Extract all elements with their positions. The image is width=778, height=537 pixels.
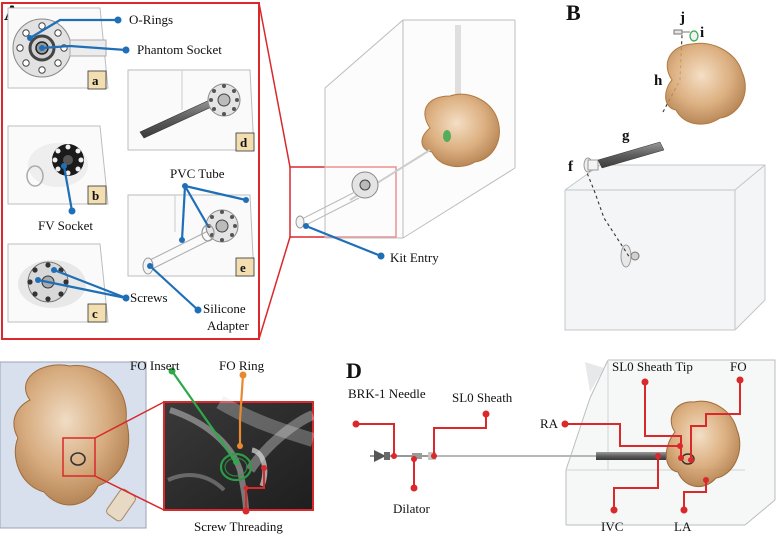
label-adapter: Adapter [207, 318, 250, 333]
label-pvc-tube: PVC Tube [170, 166, 225, 181]
callout-sheath-tip: SL0 Sheath Tip [612, 359, 693, 461]
callout-fo: FO [688, 359, 747, 463]
callout-fo-ring: FO Ring [219, 358, 265, 449]
phantom-box-a [295, 19, 516, 239]
panel-b: B f g h i j [564, 0, 766, 331]
label-f: f [568, 159, 574, 175]
subpanel-d-letter: d [240, 135, 248, 150]
subpanel-b-letter: b [92, 188, 99, 203]
part-g-tube [597, 141, 665, 169]
callout-fo-insert: FO Insert [130, 358, 239, 465]
callout-screws: Screws [35, 267, 168, 305]
assembly-dashed-line [584, 167, 631, 259]
label-fo-insert: FO Insert [130, 358, 180, 373]
zoom-c-line-top [94, 401, 165, 439]
panel-c-fo-ring-small [70, 452, 86, 466]
label-dilator: Dilator [393, 501, 430, 516]
label-i: i [700, 25, 704, 41]
label-phantom-socket: Phantom Socket [137, 42, 222, 57]
label-ivc: IVC [601, 519, 623, 534]
callout-fv-socket: FV Socket [38, 163, 93, 233]
callout-o-rings: O-Rings [27, 12, 173, 41]
label-sl0-sheath: SL0 Sheath [452, 390, 513, 405]
subpanel-a-letter: a [92, 73, 99, 88]
needle-hub [370, 450, 436, 462]
callout-kit-entry: Kit Entry [303, 223, 439, 265]
label-fo-ring: FO Ring [219, 358, 265, 373]
callout-sl0-sheath: SL0 Sheath [431, 390, 513, 459]
panel-a: A a [1, 0, 516, 340]
callout-pvc-tube: PVC Tube [170, 166, 249, 243]
label-j: j [679, 10, 685, 26]
subpanel-c-letter: c [92, 306, 98, 321]
label-g: g [622, 128, 630, 144]
part-j [673, 29, 690, 35]
subpanel-b: b [7, 125, 109, 205]
panel-a-zoom-frame [1, 2, 260, 340]
panel-b-letter: B [566, 0, 581, 25]
label-screws: Screws [130, 290, 168, 305]
callout-screw-threading: Screw Threading [194, 465, 283, 534]
zoom-line-top [258, 2, 291, 168]
phantom-box-b [564, 164, 766, 331]
zoom-c-line-bottom [94, 475, 165, 511]
callout-brk-needle: BRK-1 Needle [348, 386, 426, 459]
label-h: h [654, 73, 663, 89]
label-la: LA [674, 519, 692, 534]
panel-c-zoom-frame [163, 401, 314, 511]
panel-d-heart [665, 400, 741, 487]
label-kit-entry: Kit Entry [390, 250, 439, 265]
part-f [583, 157, 599, 173]
label-brk-needle: BRK-1 Needle [348, 386, 426, 401]
label-o-rings: O-Rings [129, 12, 173, 27]
callout-dilator: Dilator [393, 456, 430, 516]
panel-c: C FO Insert FO Ring [0, 358, 316, 534]
panel-c-zoom-box [62, 437, 96, 477]
subpanel-e: e [127, 194, 255, 277]
label-ra: RA [540, 416, 559, 431]
label-sl0-sheath-tip: SL0 Sheath Tip [612, 359, 693, 374]
subpanel-d: d [127, 69, 255, 152]
callout-phantom-socket: Phantom Socket [39, 42, 222, 57]
label-screw-threading: Screw Threading [194, 519, 283, 534]
label-silicone: Silicone [203, 301, 246, 316]
panel-d-letter: D [346, 358, 362, 383]
subpanel-e-letter: e [240, 260, 246, 275]
label-fo: FO [730, 359, 747, 374]
sheath-tube [596, 452, 666, 460]
part-i [689, 30, 699, 42]
label-fv-socket: FV Socket [38, 218, 93, 233]
panel-c-heart-shape [13, 364, 130, 506]
callout-ivc: IVC [601, 453, 661, 534]
part-h-heart [665, 42, 746, 125]
callout-la: LA [674, 477, 709, 534]
zoom-line-bottom [258, 236, 291, 340]
callout-silicone-adapter: Silicone Adapter [147, 263, 250, 333]
panel-d: D BR [346, 358, 776, 534]
